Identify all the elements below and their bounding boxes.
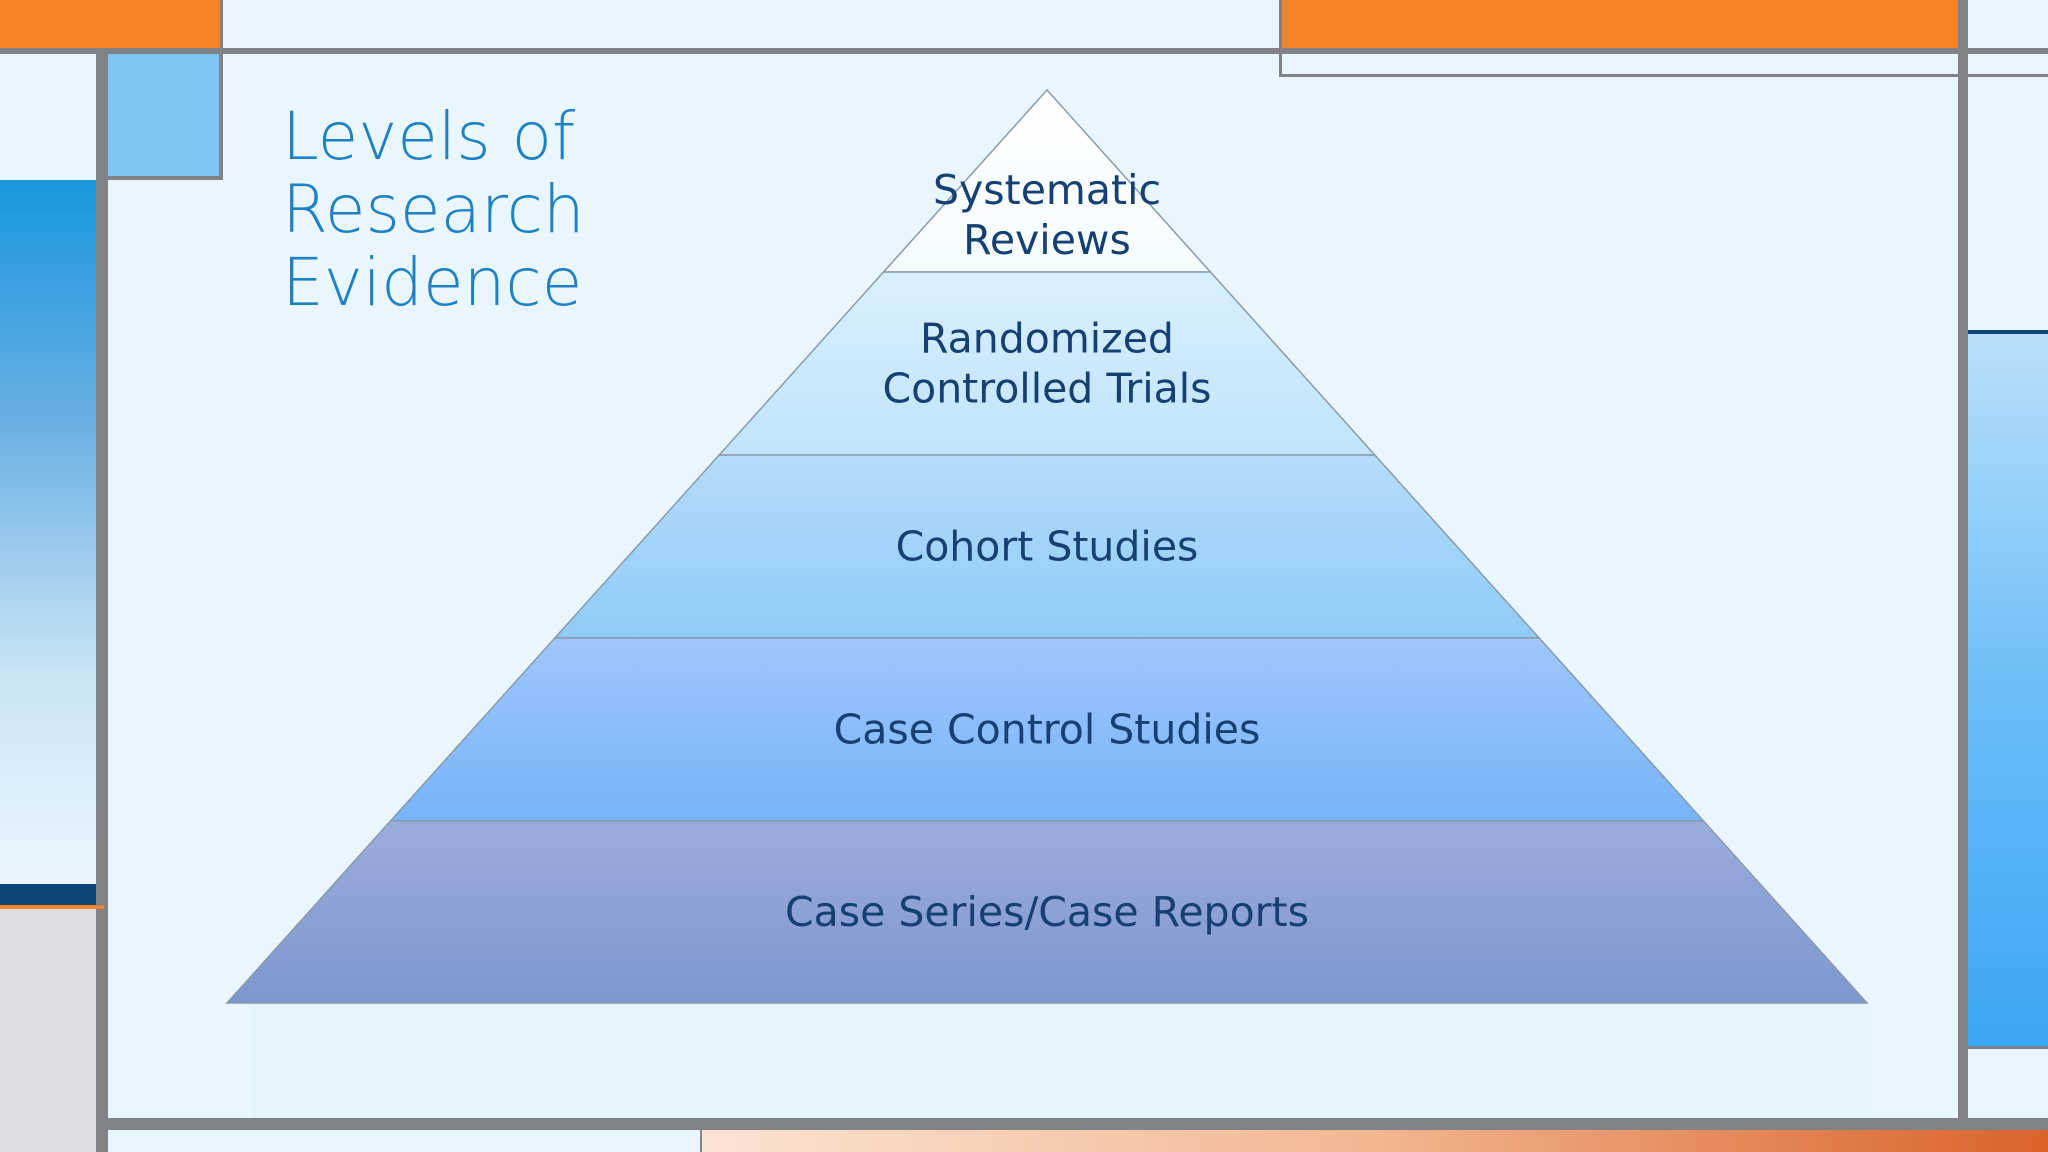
top-left-orange-bar — [0, 0, 222, 50]
pyramid-tier-label: Controlled Trials — [882, 365, 1211, 413]
pyramid-tier — [225, 820, 1869, 1004]
top-divider-tick — [220, 0, 223, 54]
pyramid-tier-label: Systematic — [933, 166, 1161, 214]
pyramid-base-shadow — [252, 1004, 1872, 1118]
pyramid-tier-label: Case Series/Case Reports — [785, 888, 1309, 936]
left-navy-band — [0, 884, 96, 906]
top-frame-line — [0, 48, 2048, 54]
left-gradient-strip — [0, 180, 96, 882]
slide-title: Levels of Research Evidence — [282, 100, 702, 319]
title-line: Levels of — [282, 98, 576, 175]
right-bottom-line — [1968, 1046, 2048, 1049]
top-right-vertical-tick — [1279, 0, 1282, 77]
pyramid-tier-label: Randomized — [920, 315, 1174, 363]
left-block-edge-vertical — [219, 54, 223, 180]
top-right-orange-bar — [1279, 0, 1959, 50]
pyramid-tier-label: Cohort Studies — [896, 523, 1199, 571]
title-line: Evidence — [282, 244, 583, 321]
right-navy-line — [1968, 330, 2048, 334]
right-blue-gradient-strip — [1968, 334, 2048, 1048]
pyramid-tier-label: Case Control Studies — [834, 706, 1261, 754]
top-right-thin-line — [1279, 74, 2048, 77]
left-frame-line — [96, 50, 108, 1152]
title-line: Research — [282, 171, 585, 248]
right-frame-line — [1958, 0, 1968, 1130]
bottom-orange-gradient-bar — [700, 1130, 2048, 1152]
left-gray-block — [0, 909, 96, 1152]
left-light-blue-block — [108, 54, 221, 178]
bottom-frame-line — [96, 1118, 2048, 1130]
left-block-edge — [108, 176, 223, 180]
pyramid-tier-label: Reviews — [963, 216, 1131, 264]
left-orange-line — [0, 905, 104, 909]
pyramid-tier — [717, 271, 1377, 456]
